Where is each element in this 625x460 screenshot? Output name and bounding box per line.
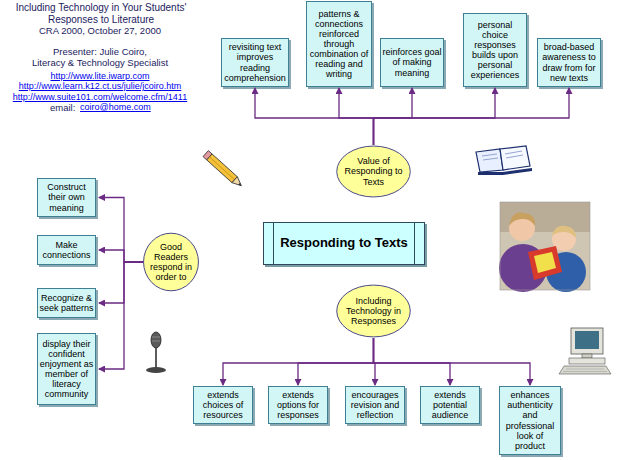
topic-ellipse: Good Readers respond in order to (143, 232, 199, 292)
book-icon (476, 146, 532, 175)
connector-arrow (298, 338, 374, 385)
idea-box: Recognize & seek patterns (37, 288, 96, 318)
connector-arrow (99, 262, 143, 303)
connector-arrow (374, 88, 413, 145)
connector-arrow (255, 88, 374, 145)
idea-box: Make connections (37, 235, 96, 265)
idea-box: personal choice responses builds upon pe… (463, 13, 527, 87)
idea-box: broad-based awareness to draw from for n… (537, 38, 601, 87)
node-text: enhances authenticity and professional l… (501, 390, 559, 450)
connector-arrow (339, 88, 374, 145)
ellipse-shape (337, 146, 411, 197)
node-text: Value of Responding to Texts (340, 156, 407, 186)
link-text: http://www.learn.k12.ct.us/julie/jcoiro.… (0, 82, 200, 92)
idea-box: display their confident enjoyment as mem… (37, 333, 96, 405)
node-text: broad-based awareness to draw from for n… (539, 42, 599, 82)
text-stack: personal choice responses builds upon pe… (465, 20, 525, 80)
connector-arrow (374, 88, 496, 145)
node-text: Make connections (39, 240, 94, 260)
topic-ellipse: Value of Responding to Texts (336, 145, 411, 198)
link-text: http://www.suite101.com/welcome.cfm/1411 (0, 93, 200, 103)
connector-arrow (99, 262, 143, 369)
node-text: reinforces goal of making meaning (382, 47, 442, 77)
note-text: email: (50, 103, 75, 113)
text-stack: extends potential audience (422, 390, 478, 420)
text-stack: display their confident enjoyment as mem… (39, 339, 94, 399)
node-text: display their confident enjoyment as mem… (39, 339, 94, 399)
text-stack: reinforces goal of making meaning (382, 47, 442, 77)
idea-box: patterns & connections reinforced throug… (306, 1, 372, 87)
connector-arrow (374, 338, 451, 385)
connector-arrow (99, 198, 143, 263)
idea-box: enhances authenticity and professional l… (499, 386, 561, 455)
connector-arrow (374, 88, 570, 145)
node-text: patterns & connections reinforced throug… (308, 9, 370, 80)
idea-box: revisiting text improves reading compreh… (221, 38, 289, 87)
text-stack: Recognize & seek patterns (39, 293, 94, 313)
connector-arrow (99, 250, 143, 262)
node-text: extends potential audience (422, 390, 478, 420)
node-text: encourages revision and reflection (347, 390, 403, 420)
link-text: coiro@home.com (80, 103, 151, 113)
connector-arrow (223, 338, 374, 385)
connector-arrow (374, 338, 376, 385)
note-text: Presenter: Julie Coiro, (0, 47, 200, 57)
node-text: personal choice responses builds upon pe… (465, 20, 525, 80)
photo-illustration (499, 202, 590, 292)
note-text: Literacy & Technology Specialist (0, 58, 200, 68)
node-text: Recognize & seek patterns (39, 293, 94, 313)
text-stack: Responding to Texts (280, 236, 408, 251)
link-text: http://www.lite.iwarp.com (0, 72, 200, 82)
text-stack: Value of Responding to Texts (340, 156, 407, 186)
computer-icon (559, 328, 611, 374)
text-stack: Including Technology in Responses (340, 296, 407, 326)
idea-box: reinforces goal of making meaning (380, 38, 444, 87)
idea-box: encourages revision and reflection (345, 386, 405, 424)
node-text: extends options for responses (270, 390, 326, 420)
node-text: Construct their own meaning (39, 182, 94, 212)
topic-ellipse: Including Technology in Responses (336, 284, 411, 338)
node-text: extends choices of resources (195, 390, 251, 420)
title-text: Including Technology in Your Students' R… (8, 2, 194, 25)
idea-box: extends choices of resources (193, 386, 253, 424)
text-stack: broad-based awareness to draw from for n… (539, 42, 599, 82)
node-text: Good Readers respond in order to (147, 242, 195, 282)
text-stack: extends choices of resources (195, 390, 251, 420)
microphone-icon (146, 332, 166, 373)
central-topic-box: Responding to Texts (263, 222, 425, 265)
ellipse-shape (337, 285, 411, 337)
idea-box: extends potential audience (420, 386, 480, 424)
text-stack: Make connections (39, 240, 94, 260)
node-text: revisiting text improves reading compreh… (223, 42, 287, 82)
text-stack: enhances authenticity and professional l… (501, 390, 559, 450)
idea-box: extends options for responses (268, 386, 328, 424)
ellipse-shape (144, 233, 199, 291)
text-stack: revisiting text improves reading compreh… (223, 42, 287, 82)
text-stack: Good Readers respond in order to (147, 242, 195, 282)
node-text: Responding to Texts (280, 236, 408, 251)
idea-box: Construct their own meaning (37, 178, 96, 217)
text-stack: Construct their own meaning (39, 182, 94, 212)
note-text: CRA 2000, October 27, 2000 (0, 26, 200, 36)
pencil-icon (203, 151, 244, 189)
text-stack: extends options for responses (270, 390, 326, 420)
connector-arrow (374, 338, 531, 385)
node-text: Including Technology in Responses (340, 296, 407, 326)
text-stack: encourages revision and reflection (347, 390, 403, 420)
text-stack: patterns & connections reinforced throug… (308, 9, 370, 80)
